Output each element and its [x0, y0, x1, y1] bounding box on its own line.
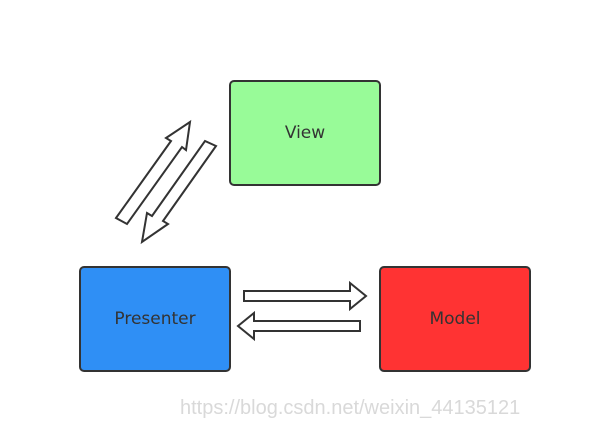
view-node: View — [229, 80, 381, 186]
model-node: Model — [379, 266, 531, 372]
presenter-node: Presenter — [79, 266, 231, 372]
presenter-label: Presenter — [114, 309, 196, 329]
arrow-model-to-presenter — [236, 310, 361, 342]
arrow-presenter-to-view — [114, 119, 192, 226]
view-label: View — [284, 123, 326, 143]
watermark-url: https://blog.csdn.net/weixin_44135121 — [180, 397, 521, 419]
arrow-view-to-presenter — [140, 139, 218, 245]
arrow-presenter-to-model — [243, 280, 368, 312]
model-label: Model — [429, 309, 481, 329]
